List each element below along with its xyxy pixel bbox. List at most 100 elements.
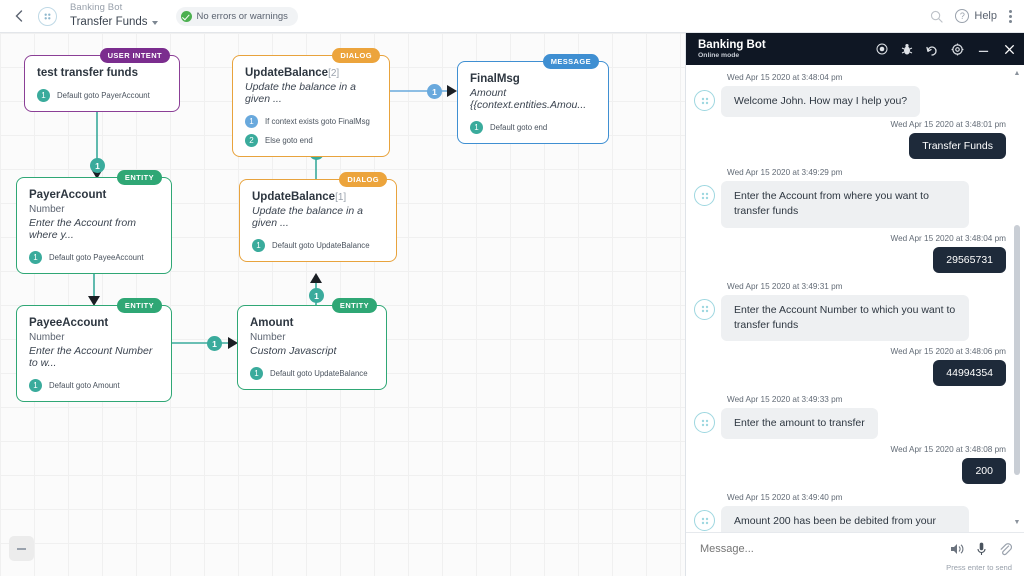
scroll-down-arrow[interactable]: ▼ <box>1013 519 1021 526</box>
node-title: UpdateBalance[2] <box>245 67 377 79</box>
question-circle-icon: ? <box>955 9 970 23</box>
chat-scrollbar[interactable]: ▲ ▼ <box>1013 70 1021 527</box>
avatar <box>694 510 715 532</box>
minimize-icon[interactable] <box>977 43 990 56</box>
node-row[interactable]: 1 If context exists goto FinalMsg <box>245 115 377 128</box>
node-row[interactable]: 1 Default goto PayerAccount <box>37 89 167 102</box>
avatar <box>694 298 715 320</box>
bot-message-row: Enter the Account from where you want to… <box>694 181 1006 228</box>
node-row[interactable]: 1 Default goto UpdateBalance <box>250 367 374 380</box>
flow-name-label: Transfer Funds <box>70 15 148 28</box>
node-type: Number <box>29 204 65 215</box>
row-badge: 1 <box>252 239 265 252</box>
message-bubble: 200 <box>962 458 1006 485</box>
message-input[interactable] <box>700 543 950 555</box>
chat-message: Wed Apr 15 2020 at 3:48:04 pm 29565731 <box>694 234 1006 273</box>
bot-avatar-icon[interactable] <box>38 6 57 26</box>
flow-node-payer-account[interactable]: ENTITY PayerAccount Number Enter the Acc… <box>16 170 172 274</box>
message-bubble: 29565731 <box>933 246 1006 273</box>
row-label: Default goto PayeeAccount <box>49 253 144 262</box>
node-title-text: UpdateBalance <box>245 67 329 79</box>
flow-node-test-transfer-funds[interactable]: USER INTENT test transfer funds 1 Defaul… <box>24 48 180 112</box>
record-icon[interactable] <box>876 43 888 55</box>
node-row[interactable]: 1 Default goto Amount <box>29 379 159 392</box>
row-badge: 1 <box>37 89 50 102</box>
node-desc: Enter the Account from where y... <box>29 217 136 241</box>
chat-messages[interactable]: Wed Apr 15 2020 at 3:48:04 pm Welcome Jo… <box>686 65 1024 532</box>
flow-node-update-balance-2[interactable]: DIALOG UpdateBalance[2] Update the balan… <box>232 48 390 157</box>
flow-node-amount[interactable]: ENTITY Amount Number Custom Javascript 1… <box>237 298 387 390</box>
help-label: Help <box>974 10 997 22</box>
bot-message-row: Enter the amount to transfer <box>694 408 1006 440</box>
node-title: PayeeAccount <box>29 317 109 329</box>
chat-footer: Press enter to send <box>686 532 1024 576</box>
gear-icon[interactable] <box>951 43 964 56</box>
flow-selector[interactable]: Transfer Funds <box>70 16 158 29</box>
help-button[interactable]: ? Help <box>955 9 997 23</box>
scroll-up-arrow[interactable]: ▲ <box>1013 70 1021 77</box>
bot-name-label: Banking Bot <box>70 2 123 14</box>
node-desc: Enter the Account Number to w... <box>29 345 153 369</box>
row-badge: 2 <box>245 134 258 147</box>
caret-down-icon <box>151 21 158 26</box>
row-badge: 1 <box>250 367 263 380</box>
chat-input-actions <box>950 542 1012 556</box>
node-tag: DIALOG <box>339 172 387 187</box>
message-bubble: 44994354 <box>933 360 1006 387</box>
breadcrumb: Banking Bot Transfer Funds <box>70 2 158 29</box>
node-rows: 1 Default goto UpdateBalance <box>250 367 374 380</box>
message-timestamp: Wed Apr 15 2020 at 3:49:29 pm <box>727 168 843 178</box>
edge-badge: 1 <box>90 158 105 173</box>
node-row[interactable]: 1 Default goto end <box>470 121 596 134</box>
kebab-menu-icon[interactable] <box>1009 9 1012 23</box>
chat-input-row <box>700 542 1012 556</box>
node-type: Number <box>250 332 286 343</box>
node-row[interactable]: 1 Default goto PayeeAccount <box>29 251 159 264</box>
back-button[interactable] <box>6 0 32 33</box>
chat-title: Banking Bot <box>698 38 766 51</box>
message-timestamp: Wed Apr 15 2020 at 3:49:31 pm <box>727 281 843 291</box>
node-tag: ENTITY <box>331 298 377 313</box>
check-circle-icon <box>180 10 192 22</box>
zoom-out-button[interactable] <box>9 536 34 561</box>
node-title: test transfer funds <box>37 67 138 79</box>
message-timestamp: Wed Apr 15 2020 at 3:48:04 pm <box>890 233 1006 243</box>
avatar <box>694 412 715 434</box>
chat-header-actions <box>876 43 1016 56</box>
node-tag: ENTITY <box>116 170 162 185</box>
message-bubble: Enter the amount to transfer <box>721 408 878 440</box>
bot-message-row: Amount 200 has been be debited from your… <box>694 506 1006 532</box>
chat-message: Wed Apr 15 2020 at 3:48:08 pm 200 <box>694 445 1006 485</box>
node-row[interactable]: 1 Default goto UpdateBalance <box>252 239 384 252</box>
speaker-icon[interactable] <box>950 543 964 555</box>
minus-icon <box>17 547 26 550</box>
node-rows: 1 If context exists goto FinalMsg 2 Else… <box>245 115 377 147</box>
scrollbar-thumb[interactable] <box>1014 225 1020 475</box>
bug-icon[interactable] <box>901 43 913 56</box>
node-desc: Custom Javascript <box>250 345 337 357</box>
flow-node-payee-account[interactable]: ENTITY PayeeAccount Number Enter the Acc… <box>16 298 172 402</box>
row-badge: 1 <box>29 251 42 264</box>
send-hint: Press enter to send <box>946 563 1012 572</box>
bot-glyph-icon <box>701 305 708 313</box>
node-tag: MESSAGE <box>542 54 599 69</box>
row-badge: 1 <box>245 115 258 128</box>
node-desc: Update the balance in a given ... <box>252 205 363 229</box>
close-icon[interactable] <box>1003 43 1016 56</box>
user-message-row: 29565731 <box>694 246 1006 273</box>
microphone-icon[interactable] <box>977 542 986 556</box>
chat-message: Wed Apr 15 2020 at 3:48:01 pm Transfer F… <box>694 120 1006 160</box>
node-tag: USER INTENT <box>99 48 170 63</box>
top-bar-actions: ? Help <box>930 9 1024 23</box>
top-bar: Banking Bot Transfer Funds No errors or … <box>0 0 1024 33</box>
node-rows: 1 Default goto PayeeAccount <box>29 251 159 264</box>
attachment-icon[interactable] <box>999 542 1012 556</box>
user-message-row: Transfer Funds <box>694 133 1006 160</box>
flow-node-final-msg[interactable]: MESSAGE FinalMsg Amount {{context.entiti… <box>457 54 609 144</box>
search-icon[interactable] <box>930 10 944 23</box>
message-timestamp: Wed Apr 15 2020 at 3:48:06 pm <box>890 347 1006 357</box>
refresh-icon[interactable] <box>926 43 938 56</box>
node-row[interactable]: 2 Else goto end <box>245 134 377 147</box>
flow-node-update-balance-1[interactable]: DIALOG UpdateBalance[1] Update the balan… <box>239 172 397 262</box>
